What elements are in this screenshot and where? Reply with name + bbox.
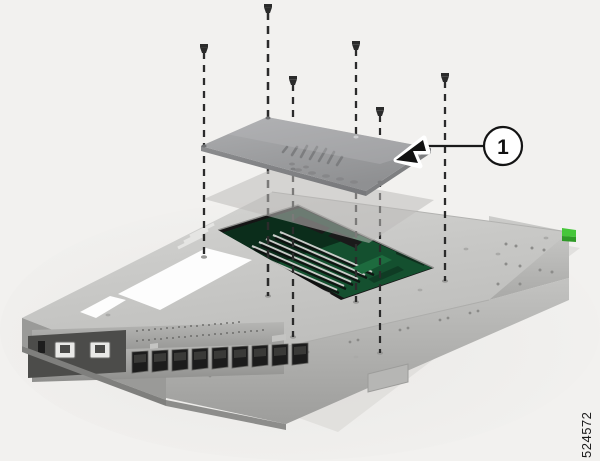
callout-1: 1 bbox=[393, 125, 524, 169]
cover-plate-surface-detail bbox=[226, 117, 431, 184]
cover-plate-drop-shadow bbox=[204, 170, 434, 243]
screw-6 bbox=[441, 73, 449, 82]
screw-3 bbox=[289, 76, 297, 85]
screw-4 bbox=[352, 41, 360, 50]
cisco-bridge-logo bbox=[281, 144, 344, 167]
front-lower-bezel bbox=[166, 400, 286, 430]
cover-plate-sheen bbox=[226, 117, 431, 164]
panel-perforations bbox=[136, 321, 264, 342]
asset-label-large bbox=[118, 248, 252, 310]
front-port-panel bbox=[22, 318, 309, 430]
label-slot-marks bbox=[177, 222, 215, 250]
rear-face-fasteners bbox=[496, 242, 554, 286]
cover-plate-edge bbox=[201, 146, 366, 196]
usb-port bbox=[38, 341, 45, 353]
callout-1-circle bbox=[482, 125, 524, 167]
document-id: 524572 bbox=[579, 411, 594, 458]
alignment-line-4 bbox=[352, 41, 360, 302]
console-rj45-port-inner bbox=[60, 345, 70, 353]
pcb-connector-a bbox=[352, 255, 392, 274]
alignment-line-1 bbox=[200, 44, 208, 257]
alignment-line-6 bbox=[441, 73, 449, 281]
green-rear-tab bbox=[562, 228, 576, 237]
qsfp-port-cages bbox=[131, 342, 309, 374]
green-rear-tab-side bbox=[562, 236, 576, 242]
screw-1 bbox=[200, 44, 208, 53]
pcb-chip-b bbox=[328, 231, 362, 248]
cover-plate-screw-holes bbox=[201, 116, 431, 184]
cover-plate-face bbox=[201, 117, 431, 191]
ejector-handle-right bbox=[272, 334, 286, 342]
side-recessed-panel bbox=[367, 363, 409, 393]
front-bottom-edge bbox=[22, 346, 166, 406]
callout-1-arrowhead bbox=[396, 140, 426, 163]
chassis-front-side-face bbox=[166, 278, 569, 424]
chassis-body bbox=[22, 191, 576, 430]
asset-label-small bbox=[80, 296, 126, 318]
screw-5 bbox=[376, 107, 384, 116]
cisco-wordmark-dots bbox=[289, 162, 358, 184]
ejector-handle-left bbox=[150, 343, 158, 349]
screw-2 bbox=[264, 4, 272, 13]
pcb-connector-b bbox=[368, 266, 404, 283]
callout-1-label: 1 bbox=[497, 136, 509, 159]
management-rj45-port-inner bbox=[95, 345, 105, 353]
